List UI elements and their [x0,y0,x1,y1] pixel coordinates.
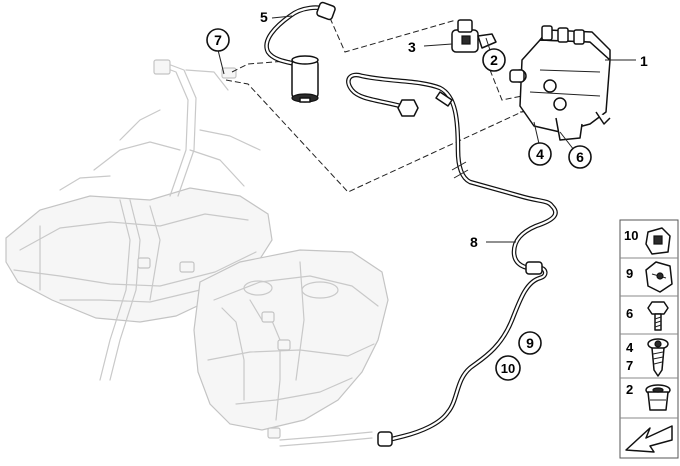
part-8-purge-line[interactable] [346,72,558,447]
callout-6: 6 [576,149,584,165]
callout-2-ring [482,48,506,72]
legend-frame [619,219,679,459]
callout-9: 9 [526,335,534,351]
callout-10-ring [495,355,521,381]
cable-clip-icon [645,261,673,293]
legend-row-2[interactable]: 2 [626,382,671,411]
clip-holder-icon [645,227,671,255]
callout-3: 3 [408,39,416,55]
legend-row-6[interactable]: 6 [626,301,669,331]
legend-label-10: 10 [624,228,638,243]
part-5-hose-filter[interactable] [264,1,336,103]
callout-6-ring [568,145,592,169]
fuel-tank-ghost [5,59,389,447]
callout-5: 5 [260,9,268,25]
callout-10: 10 [501,361,515,376]
legend-label-6: 6 [626,306,633,321]
arrow-cursor-icon[interactable] [625,425,673,453]
callout-4-ring [528,142,552,166]
legend-row-9[interactable]: 9 [626,261,673,293]
legend-label-2: 2 [626,382,633,397]
callout-1: 1 [640,53,648,69]
grommet-icon [645,384,671,411]
legend-label-4: 4 [626,340,634,355]
callouts: 1 2 3 4 5 6 7 8 9 10 [206,9,648,381]
torx-screw-icon [647,338,669,377]
legend-row-4-7[interactable]: 4 7 [626,338,669,377]
part-1-carbon-canister[interactable] [509,25,611,141]
callout-7-ring [206,28,230,52]
callout-8: 8 [470,234,478,250]
legend-row-10[interactable]: 10 [624,227,671,255]
hex-bolt-icon [647,301,669,331]
callout-2: 2 [490,52,498,68]
legend-label-9: 9 [626,266,633,281]
legend-label-7: 7 [626,358,633,373]
callout-4: 4 [536,146,544,162]
legend-panel: 10 9 6 4 7 [619,219,679,459]
callout-7: 7 [214,32,222,48]
callout-9-ring [518,331,542,355]
